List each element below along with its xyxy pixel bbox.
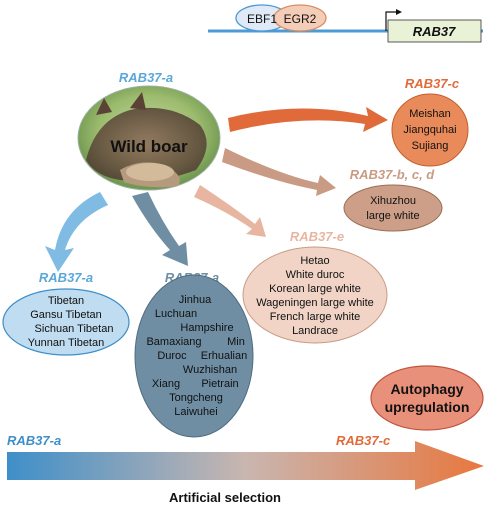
- group-bcd-allele: RAB37-b, c, d: [350, 167, 436, 182]
- group-bcd-breed: large white: [366, 210, 419, 222]
- group-c-oval: [391, 93, 469, 167]
- group-tibetan-breed: Tibetan: [48, 295, 84, 307]
- wild-boar-allele: RAB37-a: [119, 70, 173, 85]
- bottom-left-allele: RAB37-a: [7, 433, 61, 448]
- group-e-allele: RAB37-e: [290, 229, 344, 244]
- group-e-breed: Wageningen large white: [256, 297, 374, 309]
- group-bcd-breed: Xihuzhou: [370, 195, 416, 207]
- autophagy-line2: upregulation: [385, 399, 470, 415]
- gene-label: RAB37: [413, 24, 456, 39]
- group-tibetan-breed: Gansu Tibetan: [30, 309, 102, 321]
- tss-arrowhead: [396, 9, 402, 15]
- arrows: [45, 107, 388, 272]
- selection-label: Artificial selection: [169, 490, 281, 505]
- wild-boar-label: Wild boar: [110, 137, 188, 156]
- group-chinese-breed: Tongcheng: [169, 392, 223, 404]
- group-e-breed: French large white: [270, 311, 361, 323]
- group-chinese-breed: Erhualian: [201, 350, 247, 362]
- egr2-label: EGR2: [284, 12, 317, 26]
- group-e-breed: White duroc: [286, 269, 345, 281]
- promoter-schematic: EBF1 EGR2 RAB37: [208, 4, 483, 43]
- group-e-oval: [242, 246, 388, 344]
- ebf1-label: EBF1: [247, 12, 277, 26]
- autophagy-oval: [370, 365, 484, 431]
- group-chinese-breed: Hampshire: [180, 322, 233, 334]
- group-chinese-breed: Jinhua: [179, 294, 212, 306]
- arrow-to-tibetan: [45, 192, 108, 272]
- wild-boar-illustration: Wild boar: [77, 85, 221, 191]
- arrow-to-chinese: [132, 192, 188, 266]
- group-chinese-breed: Xiang: [152, 378, 180, 390]
- arrow-to-c: [228, 107, 388, 132]
- group-chinese-breed: Luchuan: [155, 308, 197, 320]
- tss-arrow-line: [385, 11, 398, 31]
- gene-box: [387, 19, 482, 43]
- group-tibetan-oval: [2, 288, 130, 356]
- autophagy-line1: Autophagy: [390, 381, 463, 397]
- group-chinese-breed: Duroc: [157, 350, 187, 362]
- group-c-breed: Jiangquhai: [403, 124, 456, 136]
- group-chinese-oval: [134, 274, 254, 438]
- group-tibetan-breed: Sichuan Tibetan: [35, 323, 114, 335]
- group-tibetan-breed: Yunnan Tibetan: [28, 337, 104, 349]
- arrow-to-e: [194, 185, 266, 237]
- group-e-breed: Hetao: [300, 255, 329, 267]
- group-c-breed: Sujiang: [412, 140, 449, 152]
- group-bcd-oval: [343, 184, 443, 232]
- group-chinese-breed: Laiwuhei: [174, 406, 217, 418]
- arrow-to-bcd: [222, 148, 336, 196]
- group-e-breed: Landrace: [292, 325, 338, 337]
- group-e-breed: Korean large white: [269, 283, 361, 295]
- group-tibetan-allele: RAB37-a: [39, 270, 93, 285]
- group-c-breed: Meishan: [409, 108, 451, 120]
- group-chinese-breed: Pietrain: [201, 378, 238, 390]
- egr2-oval: [273, 4, 327, 32]
- group-c-allele: RAB37-c: [405, 76, 460, 91]
- group-chinese-breed: Bamaxiang: [146, 336, 201, 348]
- selection-arrow: [7, 441, 484, 490]
- group-chinese-breed: Wuzhishan: [183, 364, 237, 376]
- bottom-right-allele: RAB37-c: [336, 433, 391, 448]
- group-chinese-breed: Min: [227, 336, 245, 348]
